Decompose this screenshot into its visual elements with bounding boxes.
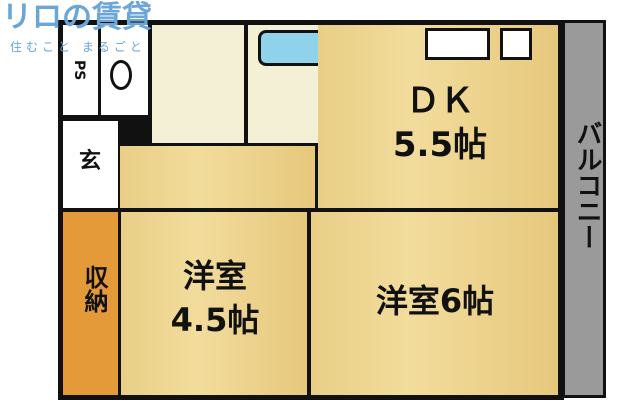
balcony	[562, 20, 606, 398]
western1-size: 4.5帖	[170, 301, 260, 339]
kitchen-sink-icon	[425, 28, 490, 60]
western1-name: 洋室	[182, 257, 247, 295]
ps-area	[63, 25, 98, 115]
entrance	[63, 118, 118, 208]
stove-icon	[500, 28, 532, 60]
hallway	[120, 146, 315, 208]
ps-label: PS	[71, 60, 87, 81]
dk-name: ＤＫ	[406, 81, 474, 121]
storage	[63, 212, 118, 395]
bathtub-icon	[258, 30, 328, 66]
western-room-4-5	[121, 212, 307, 395]
western-room-6	[311, 212, 558, 395]
dk-size: 5.5帖	[392, 125, 488, 165]
washroom	[152, 25, 244, 143]
toilet-bowl-icon	[110, 60, 132, 90]
entrance-label: 玄	[78, 149, 101, 174]
logo: リロの賃貸	[2, 0, 152, 35]
storage-label: 収納	[80, 265, 108, 313]
logo-tagline: 住むこと まるごと	[10, 40, 146, 54]
balcony-label: バルコニー	[572, 120, 602, 250]
western2-label: 洋室6帖	[375, 282, 495, 320]
